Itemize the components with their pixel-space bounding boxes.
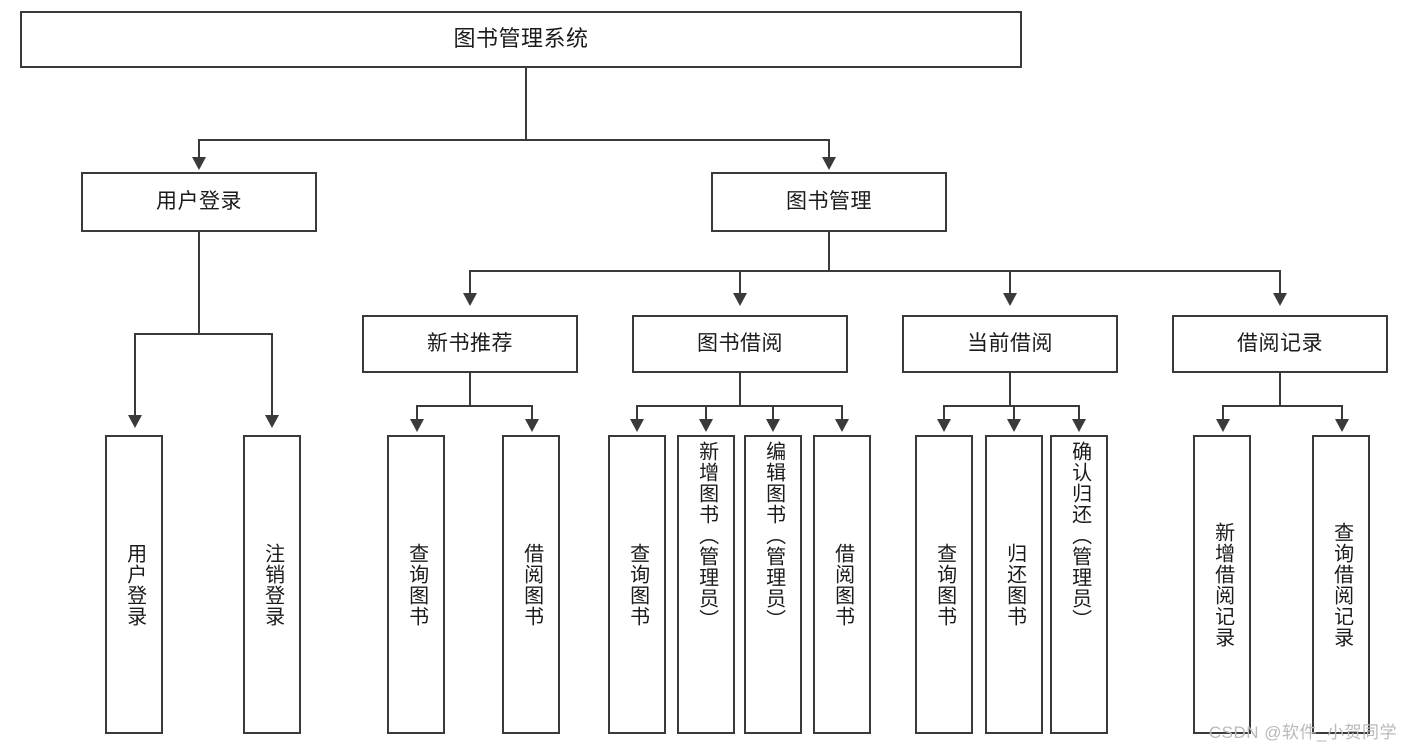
leaf-bb-borrow-book[interactable]: 借阅图书 — [813, 435, 871, 734]
node-label: 用户登录 — [123, 542, 146, 627]
leaf-bb-add-book-admin[interactable]: 新增图书（管理员） — [677, 435, 735, 734]
leaf-cb-query-book[interactable]: 查询图书 — [915, 435, 973, 734]
watermark-text: CSDN @软件_小贺同学 — [1208, 723, 1397, 742]
connector-drop-nb-leaf-1 — [531, 405, 533, 421]
node-label: 编辑图书（管理员） — [762, 441, 785, 630]
leaf-bb-edit-book-admin[interactable]: 编辑图书（管理员） — [744, 435, 802, 734]
node-current-borrow[interactable]: 当前借阅 — [902, 315, 1118, 373]
arrowhead-book-manage — [822, 157, 836, 170]
leaf-user-login[interactable]: 用户登录 — [105, 435, 163, 734]
node-label: 查询图书 — [405, 542, 428, 627]
connector-drop-nb-leaf-0 — [416, 405, 418, 421]
node-label: 新书推荐 — [427, 332, 513, 356]
connector-user-login-stem — [198, 232, 200, 334]
arrowhead-leaf-user-login — [128, 415, 142, 428]
leaf-bb-query-book[interactable]: 查询图书 — [608, 435, 666, 734]
leaf-br-add-record[interactable]: 新增借阅记录 — [1193, 435, 1251, 734]
connector-drop-br-leaf-1 — [1341, 405, 1343, 421]
connector-root-stem — [525, 68, 527, 140]
connector-root-bus — [198, 139, 830, 141]
node-label: 确认归还（管理员） — [1068, 441, 1091, 630]
node-new-book-recommend[interactable]: 新书推荐 — [362, 315, 578, 373]
arrowhead-book-borrow — [733, 293, 747, 306]
connector-drop-borrow-record — [1279, 270, 1281, 296]
leaf-cb-confirm-return-admin[interactable]: 确认归还（管理员） — [1050, 435, 1108, 734]
arrowhead-leaf-logout — [265, 415, 279, 428]
node-label: 图书管理 — [786, 190, 872, 214]
node-label: 新增借阅记录 — [1211, 521, 1234, 648]
arrowhead-current-borrow — [1003, 293, 1017, 306]
connector-drop-book-manage — [828, 139, 830, 160]
node-label: 归还图书 — [1003, 542, 1026, 627]
connector-borrow-record-bus — [1222, 405, 1342, 407]
node-label: 图书管理系统 — [453, 26, 589, 52]
node-label: 新增图书（管理员） — [695, 441, 718, 630]
connector-drop-cb-leaf-0 — [943, 405, 945, 421]
connector-current-borrow-stem — [1009, 373, 1011, 407]
connector-new-book-bus — [416, 405, 532, 407]
connector-drop-leaf-user-login — [134, 333, 136, 418]
arrowhead-new-book — [463, 293, 477, 306]
arrowhead-user-login — [192, 157, 206, 170]
node-user-login[interactable]: 用户登录 — [81, 172, 317, 232]
connector-drop-cb-leaf-2 — [1078, 405, 1080, 421]
node-label: 注销登录 — [261, 542, 284, 627]
arrowhead-bb-leaf-0 — [630, 419, 644, 432]
node-book-manage[interactable]: 图书管理 — [711, 172, 947, 232]
node-borrow-record[interactable]: 借阅记录 — [1172, 315, 1388, 373]
arrowhead-cb-leaf-0 — [937, 419, 951, 432]
arrowhead-cb-leaf-1 — [1007, 419, 1021, 432]
arrowhead-nb-leaf-1 — [525, 419, 539, 432]
leaf-nb-borrow-book[interactable]: 借阅图书 — [502, 435, 560, 734]
node-label: 查询图书 — [933, 542, 956, 627]
leaf-logout[interactable]: 注销登录 — [243, 435, 301, 734]
node-label: 用户登录 — [156, 190, 242, 214]
node-label: 图书借阅 — [697, 332, 783, 356]
connector-drop-new-book — [469, 270, 471, 296]
connector-drop-leaf-logout — [271, 333, 273, 418]
connector-book-manage-bus — [469, 270, 1280, 272]
arrowhead-nb-leaf-0 — [410, 419, 424, 432]
connector-drop-user-login — [198, 139, 200, 160]
connector-drop-br-leaf-0 — [1222, 405, 1224, 421]
connector-drop-bb-leaf-3 — [841, 405, 843, 421]
node-root-system[interactable]: 图书管理系统 — [20, 11, 1022, 68]
arrowhead-borrow-record — [1273, 293, 1287, 306]
arrowhead-br-leaf-0 — [1216, 419, 1230, 432]
arrowhead-br-leaf-1 — [1335, 419, 1349, 432]
connector-current-borrow-bus — [943, 405, 1079, 407]
connector-drop-cb-leaf-1 — [1013, 405, 1015, 421]
connector-drop-current-borrow — [1009, 270, 1011, 296]
arrowhead-cb-leaf-2 — [1072, 419, 1086, 432]
connector-drop-bb-leaf-1 — [705, 405, 707, 421]
connector-book-borrow-stem — [739, 373, 741, 407]
leaf-br-query-record[interactable]: 查询借阅记录 — [1312, 435, 1370, 734]
leaf-nb-query-book[interactable]: 查询图书 — [387, 435, 445, 734]
arrowhead-bb-leaf-3 — [835, 419, 849, 432]
arrowhead-bb-leaf-1 — [699, 419, 713, 432]
node-label: 借阅图书 — [831, 542, 854, 627]
arrowhead-bb-leaf-2 — [766, 419, 780, 432]
connector-drop-bb-leaf-0 — [636, 405, 638, 421]
connector-user-login-bus — [134, 333, 272, 335]
node-label: 查询借阅记录 — [1330, 521, 1353, 648]
node-label: 查询图书 — [626, 542, 649, 627]
leaf-cb-return-book[interactable]: 归还图书 — [985, 435, 1043, 734]
connector-drop-book-borrow — [739, 270, 741, 296]
connector-book-manage-stem — [828, 232, 830, 272]
connector-book-borrow-bus — [636, 405, 843, 407]
node-label: 当前借阅 — [967, 332, 1053, 356]
node-label: 借阅图书 — [520, 542, 543, 627]
node-book-borrow[interactable]: 图书借阅 — [632, 315, 848, 373]
node-label: 借阅记录 — [1237, 332, 1323, 356]
connector-new-book-stem — [469, 373, 471, 407]
connector-borrow-record-stem — [1279, 373, 1281, 407]
connector-drop-bb-leaf-2 — [772, 405, 774, 421]
